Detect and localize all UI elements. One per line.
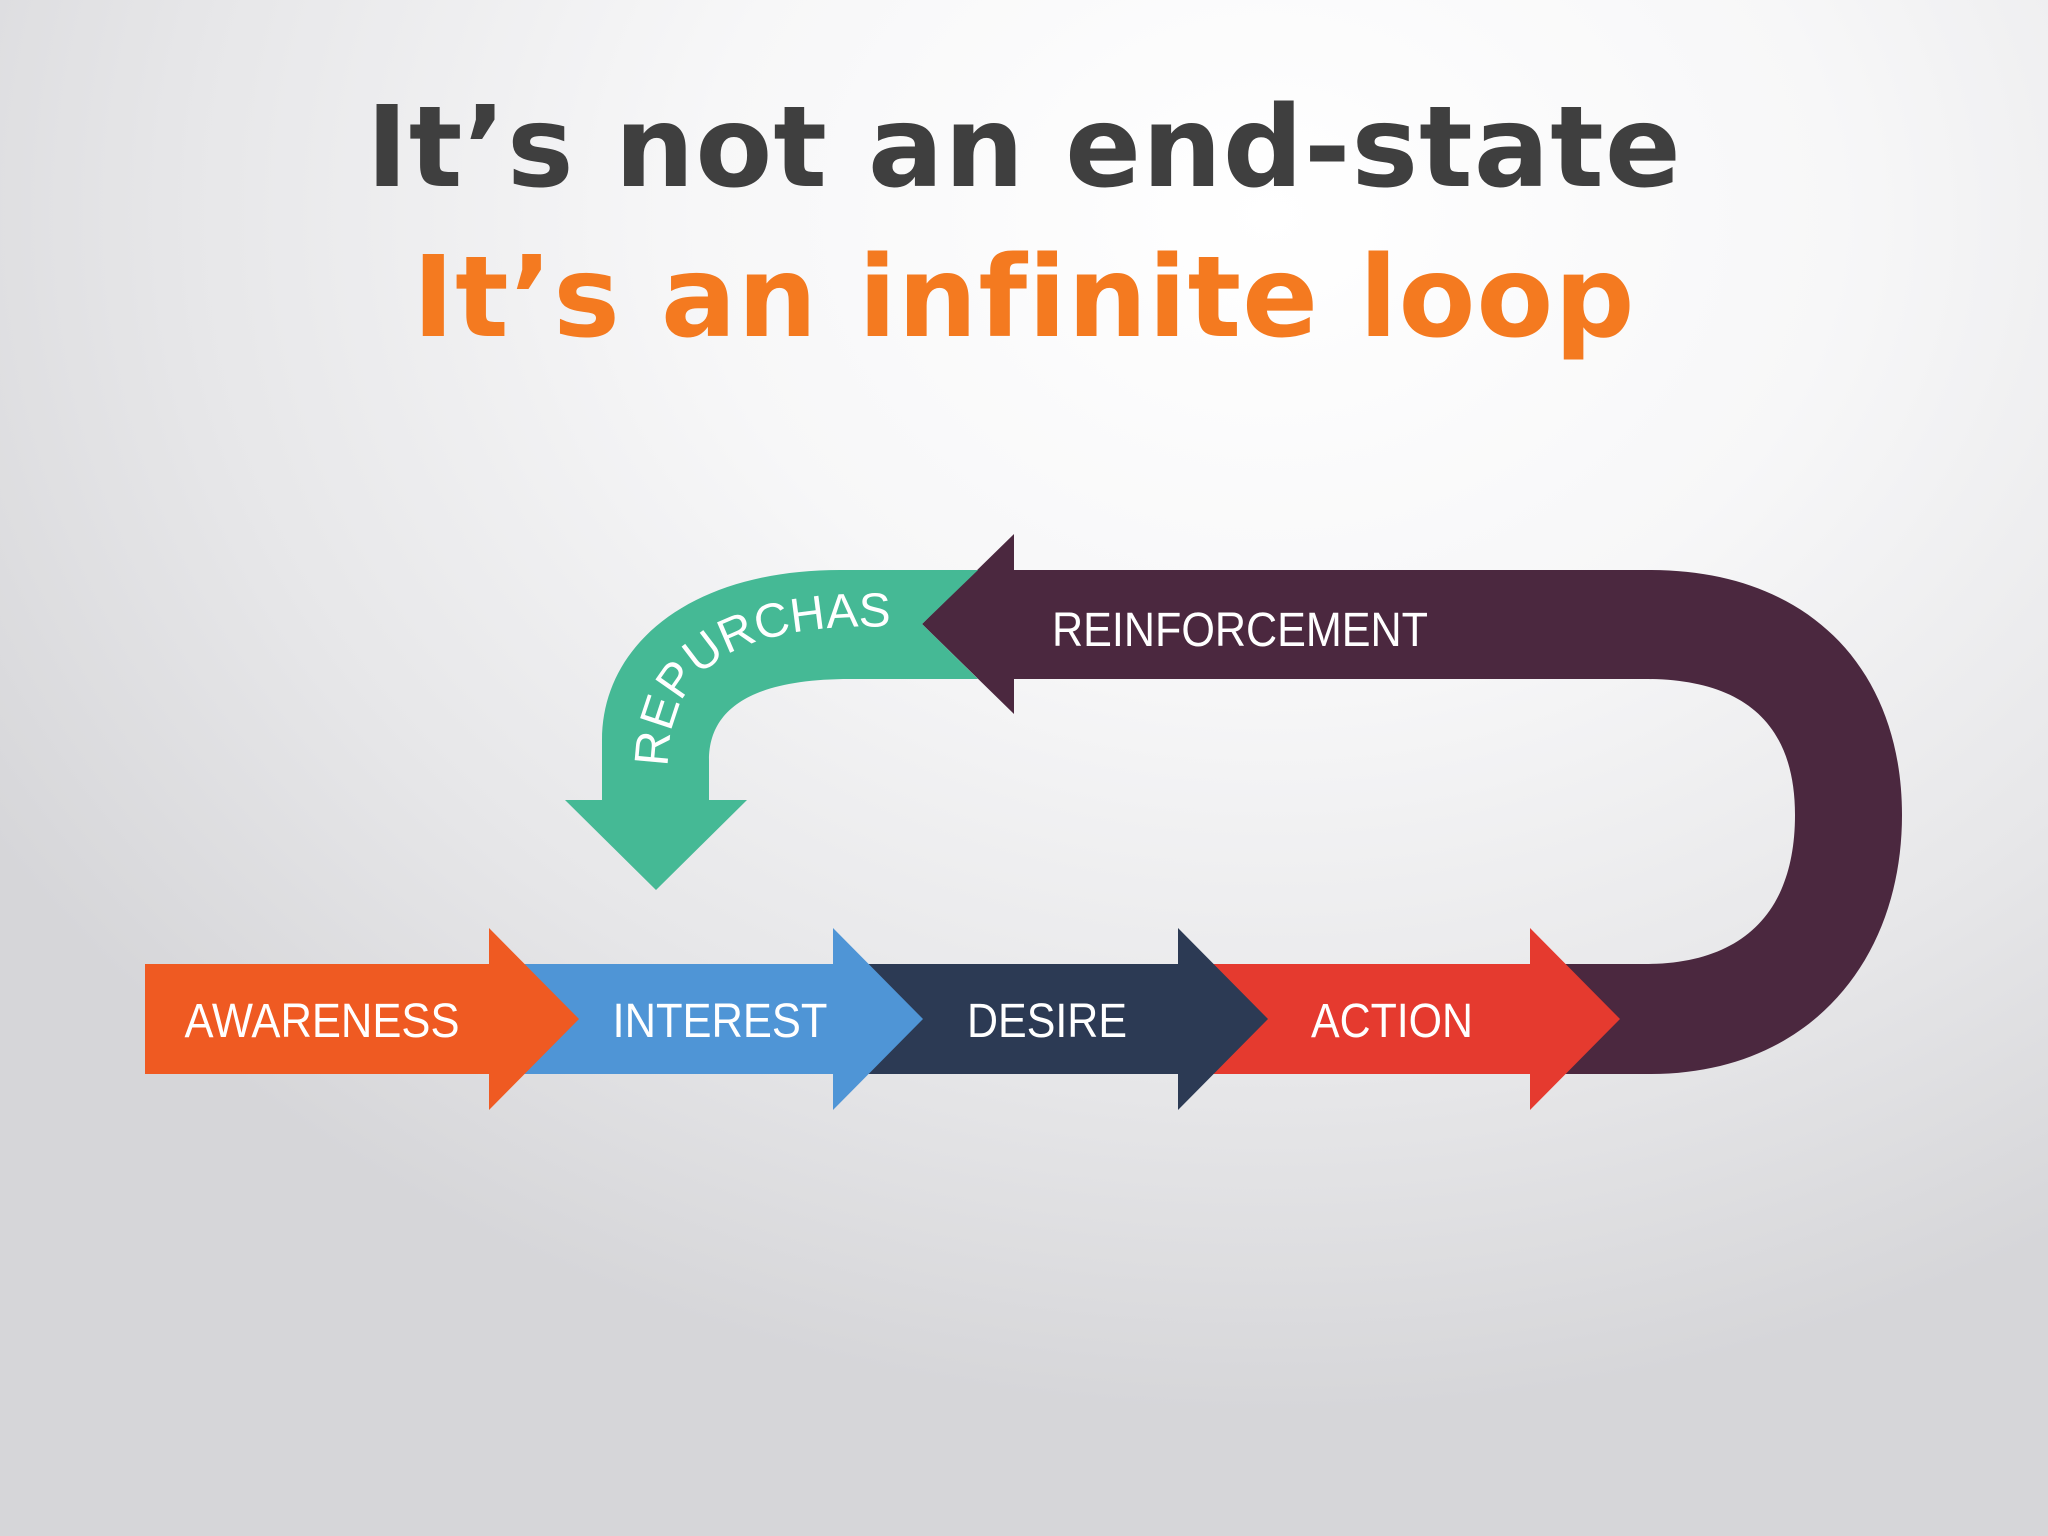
reinforcement-arrow-head	[922, 534, 1014, 714]
title-line-1: It’s not an end-state	[366, 83, 1682, 213]
repurchase-label-path: REPURCHASE	[0, 0, 891, 768]
reinforcement-label: REINFORCEMENT	[1052, 604, 1428, 657]
desire-arrow	[840, 928, 1268, 1110]
repurchase-label: REPURCHASE	[0, 0, 891, 768]
awareness-arrow	[145, 928, 579, 1110]
title-line-2: It’s an infinite loop	[412, 233, 1636, 363]
desire-label: DESIRE	[967, 995, 1127, 1048]
action-arrow	[1185, 928, 1620, 1110]
reinforcement-band	[1014, 570, 1902, 1074]
awareness-label: AWARENESS	[185, 995, 460, 1048]
action-label: ACTION	[1311, 995, 1473, 1048]
interest-label: INTEREST	[613, 995, 828, 1048]
repurchase-arrow	[565, 570, 978, 890]
interest-arrow	[495, 928, 923, 1110]
